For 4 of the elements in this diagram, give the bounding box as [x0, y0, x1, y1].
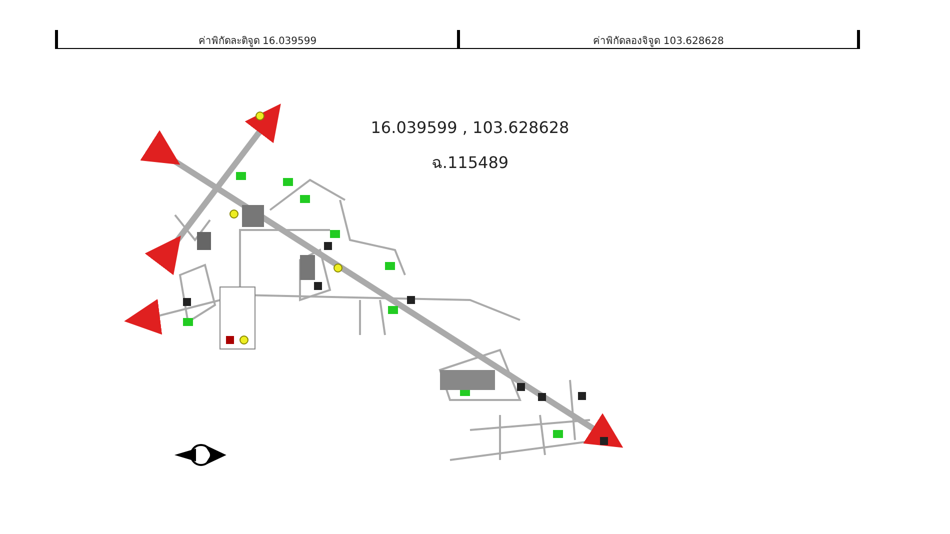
latitude-cell: ค่าพิกัดละติจูด 16.039599: [58, 32, 457, 49]
code-text: ฉ.115489: [430, 152, 510, 174]
coordinates-text: 16.039599 , 103.628628: [370, 118, 570, 137]
longitude-cell: ค่าพิกัดลองจิจูด 103.628628: [460, 32, 857, 49]
